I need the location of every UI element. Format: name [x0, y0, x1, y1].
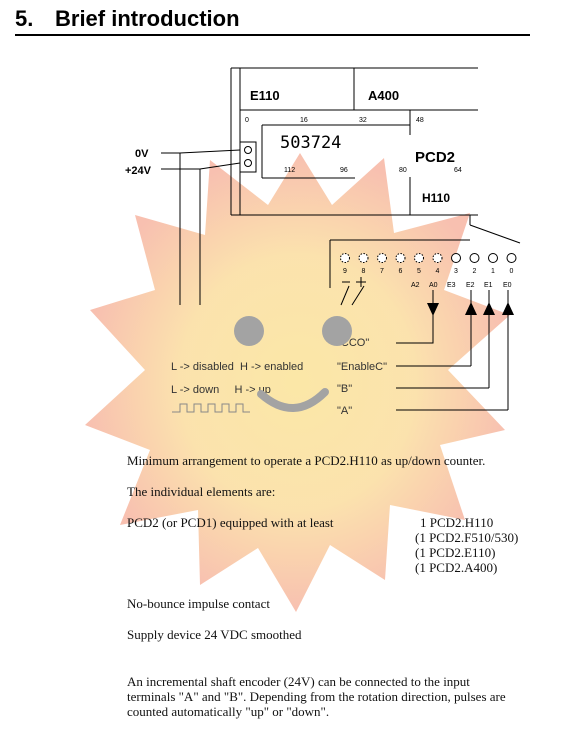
- terminal-6: [395, 253, 406, 263]
- pcd2-label: PCD2: [415, 149, 455, 166]
- terminal-0: [506, 253, 517, 263]
- terminal-number: 7: [380, 268, 384, 275]
- module-a400-label: A400: [368, 88, 399, 103]
- terminal-3: [451, 253, 461, 263]
- terminal-number: 1: [491, 268, 495, 275]
- power-wires: [161, 149, 241, 305]
- h110-label: H110: [422, 191, 450, 205]
- terminal-label-e0: E0: [503, 282, 512, 289]
- encoder-line: terminals "A" and "B". Depending from th…: [127, 689, 506, 704]
- equipment-item: (1 PCD2.E110): [415, 545, 496, 560]
- address-16: 16: [300, 117, 308, 124]
- terminal-5: [414, 253, 424, 263]
- direction-legend: L -> down H -> up: [171, 384, 271, 396]
- power-connector: [239, 141, 257, 173]
- arrow-cco-icon: [427, 303, 439, 316]
- arrow-b-icon: [483, 302, 495, 315]
- terminal-label-e1: E1: [484, 282, 493, 289]
- terminal-8: [358, 253, 369, 263]
- rack-frame: [230, 67, 478, 216]
- arrow-a-icon: [502, 302, 514, 315]
- right-eye: [322, 316, 352, 346]
- enable-legend: L -> disabled H -> enabled: [171, 361, 303, 373]
- signal-arrows: [427, 302, 514, 316]
- address-0: 0: [245, 117, 249, 124]
- terminal-4: [432, 253, 443, 263]
- terminal-number: 0: [510, 268, 514, 275]
- h110-module: [329, 215, 521, 288]
- paragraph-supply: Supply device 24 VDC smoothed: [127, 627, 302, 642]
- signal-a-label: "A": [337, 405, 352, 417]
- equipment-item: (1 PCD2.F510/530): [415, 530, 519, 545]
- counter-display: 503724: [280, 133, 341, 153]
- section-number: 5.: [15, 6, 34, 31]
- paragraph-elements: The individual elements are:: [127, 484, 276, 499]
- power-24v-label: +24V: [125, 165, 152, 177]
- signal-b-label: "B": [337, 383, 352, 395]
- equipment-item: (1 PCD2.A400): [415, 560, 498, 575]
- encoder-line: counted automatically "up" or "down".: [127, 704, 330, 719]
- address-64: 64: [454, 167, 462, 174]
- terminal-9: [340, 253, 350, 263]
- encoder-line: An incremental shaft encoder (24V) can b…: [127, 674, 470, 689]
- section-title: Brief introduction: [55, 6, 240, 31]
- terminal-number: 2: [473, 268, 477, 275]
- terminal-label-a0: A0: [429, 282, 438, 289]
- terminal-number: 6: [399, 268, 403, 275]
- module-e110-label: E110: [250, 88, 280, 103]
- equipment-item: 1 PCD2.H110: [420, 515, 494, 530]
- terminal-2: [469, 253, 480, 263]
- terminal-label-e3: E3: [447, 282, 456, 289]
- pulse-train-icon: [172, 403, 250, 413]
- smile: [257, 388, 329, 412]
- terminal-strip: 9 8 7 6 5 4 3 2 1 0: [340, 253, 517, 275]
- section-heading: 5. Brief introduction: [15, 4, 530, 36]
- terminal-number: 3: [454, 268, 458, 275]
- terminal-label-e2: E2: [466, 282, 475, 289]
- paragraph-contact: No-bounce impulse contact: [127, 596, 270, 611]
- paragraph-intro: Minimum arrangement to operate a PCD2.H1…: [127, 453, 486, 468]
- paragraph-equipment: PCD2 (or PCD1) equipped with at least: [127, 515, 334, 530]
- equipment-list: 1 PCD2.H110 (1 PCD2.F510/530) (1 PCD2.E1…: [415, 515, 518, 575]
- terminal-number: 5: [417, 268, 421, 275]
- left-eye: [234, 316, 264, 346]
- address-96: 96: [340, 167, 348, 174]
- polarity-marks: [340, 277, 366, 306]
- terminal-7: [377, 253, 387, 263]
- terminal-number: 4: [436, 268, 440, 275]
- terminal-label-a2: A2: [411, 282, 420, 289]
- terminal-1: [488, 253, 498, 263]
- power-0v-label: 0V: [135, 148, 149, 160]
- address-32: 32: [359, 117, 367, 124]
- signal-enablec-label: "EnableC": [337, 361, 387, 373]
- address-112: 112: [284, 167, 295, 174]
- address-80: 80: [399, 167, 407, 174]
- terminal-number: 8: [362, 268, 366, 275]
- arrow-enablec-icon: [465, 302, 477, 315]
- terminal-number: 9: [343, 268, 347, 275]
- address-48: 48: [416, 117, 424, 124]
- paragraph-encoder: An incremental shaft encoder (24V) can b…: [127, 674, 506, 719]
- sun-overlay: [85, 153, 510, 612]
